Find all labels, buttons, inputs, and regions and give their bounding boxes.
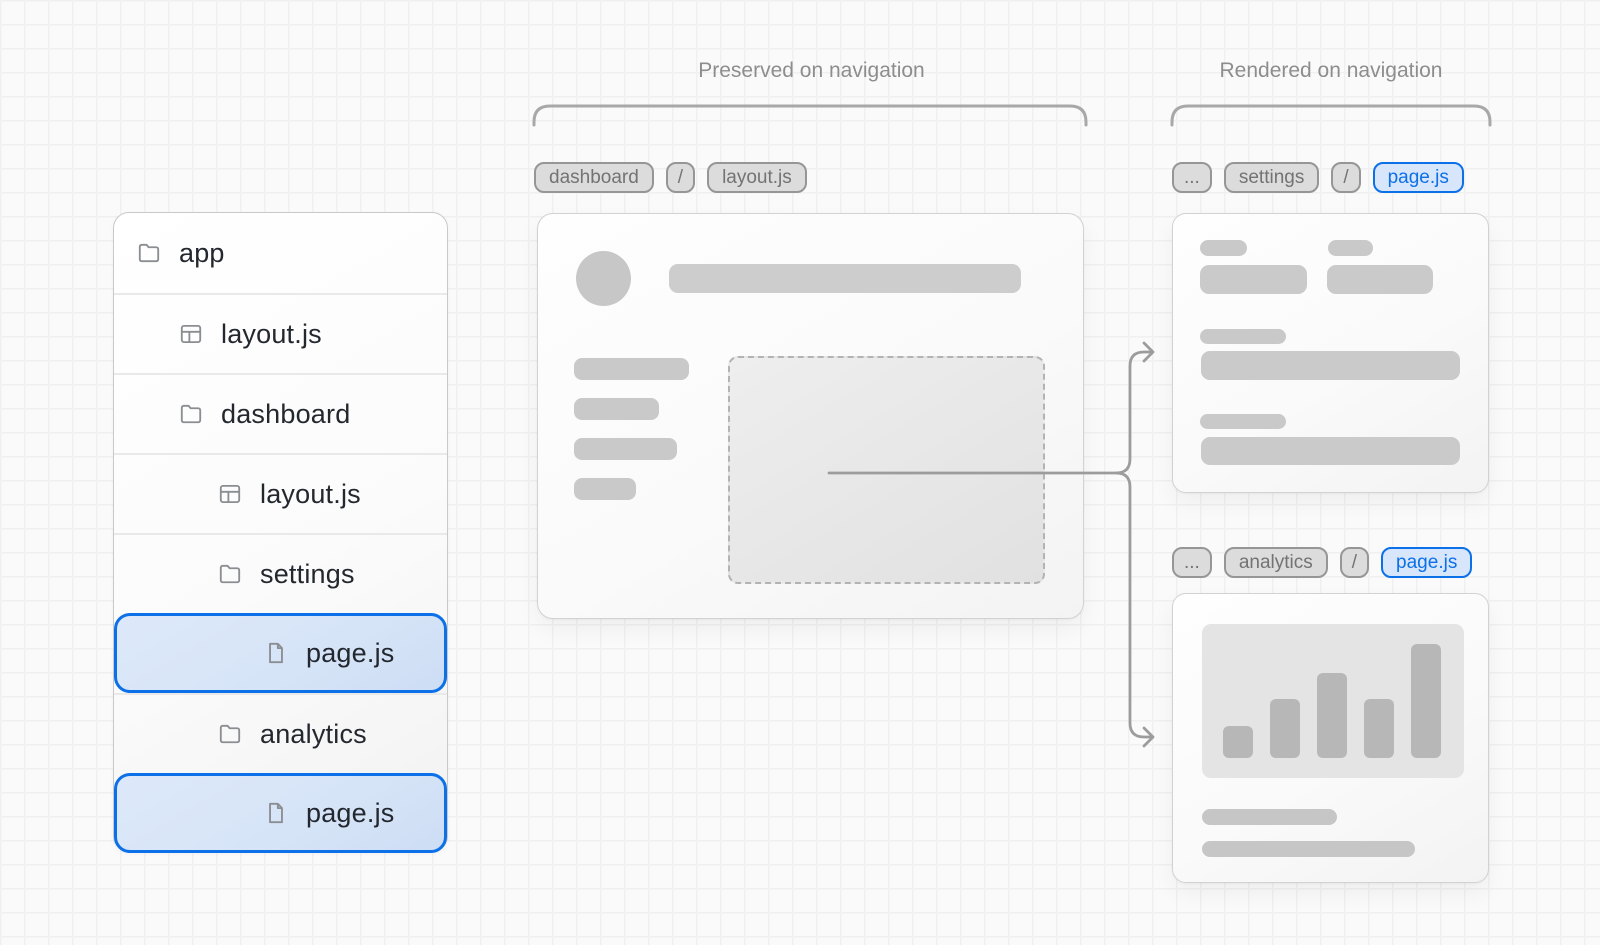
- chart-bar-skeleton: [1223, 726, 1253, 758]
- form-label-skeleton: [1200, 414, 1286, 429]
- form-input-skeleton: [1201, 437, 1460, 465]
- form-input-skeleton: [1201, 351, 1460, 380]
- breadcrumb-chip: dashboard: [534, 162, 654, 193]
- rendered-bracket: [1170, 104, 1492, 127]
- breadcrumb-layout: dashboard / layout.js: [534, 162, 807, 193]
- tree-item-app-0: app: [114, 213, 447, 293]
- breadcrumb-chip: /: [1331, 162, 1361, 193]
- file-tree: app layout.js dashboard layout.js settings pa…: [113, 212, 448, 853]
- tree-item-page-js-7: page.js: [114, 773, 447, 853]
- nav-item-skeleton: [574, 358, 689, 380]
- rendered-on-navigation-label: Rendered on navigation: [1219, 59, 1443, 82]
- page-slot: [728, 356, 1045, 584]
- tree-item-label: analytics: [260, 718, 367, 749]
- breadcrumb-chip: /: [1339, 547, 1370, 578]
- avatar: [576, 251, 631, 306]
- preserved-on-navigation-label: Preserved on navigation: [698, 59, 925, 82]
- breadcrumb-chip: ...: [1172, 547, 1212, 578]
- nav-item-skeleton: [574, 478, 636, 500]
- text-line-skeleton: [1202, 809, 1337, 825]
- chart-bar-skeleton: [1317, 673, 1347, 758]
- header-bar-skeleton: [669, 264, 1021, 293]
- tree-item-settings-4: settings: [114, 533, 447, 613]
- breadcrumb-chip: settings: [1223, 162, 1320, 193]
- breadcrumb-chip: layout.js: [707, 162, 807, 193]
- chart-bar-skeleton: [1270, 699, 1300, 758]
- folder-icon: [217, 721, 243, 747]
- preserved-bracket: [532, 104, 1088, 127]
- folder-icon: [178, 401, 204, 427]
- tree-item-analytics-6: analytics: [114, 693, 447, 773]
- nav-item-skeleton: [574, 398, 659, 420]
- chart-bar-skeleton: [1364, 699, 1394, 758]
- tree-item-layout-js-3: layout.js: [114, 453, 447, 533]
- tree-item-label: app: [179, 237, 225, 268]
- file-icon: [263, 640, 289, 666]
- analytics-page-card: [1172, 593, 1489, 883]
- tree-item-dashboard-2: dashboard: [114, 373, 447, 453]
- breadcrumb-chip: page.js: [1381, 547, 1473, 578]
- text-line-skeleton: [1202, 841, 1415, 857]
- tree-item-label: dashboard: [221, 398, 351, 429]
- tree-item-layout-js-1: layout.js: [114, 293, 447, 373]
- arrowhead-settings: [1142, 341, 1155, 363]
- tree-item-label: layout.js: [221, 318, 322, 349]
- form-label-skeleton: [1328, 240, 1373, 256]
- tree-item-label: page.js: [306, 797, 395, 828]
- breadcrumb-settings-page: ... settings / page.js: [1172, 162, 1464, 193]
- tree-item-page-js-5: page.js: [114, 613, 447, 693]
- breadcrumb-chip: ...: [1172, 162, 1212, 193]
- tree-item-label: layout.js: [260, 478, 361, 509]
- layout-icon: [217, 481, 243, 507]
- layout-icon: [178, 321, 204, 347]
- bar-chart-skeleton: [1202, 624, 1464, 778]
- file-icon: [263, 800, 289, 826]
- layout-card: [537, 213, 1084, 619]
- form-input-skeleton: [1200, 265, 1307, 294]
- form-label-skeleton: [1200, 240, 1247, 256]
- nav-item-skeleton: [574, 438, 677, 460]
- breadcrumb-chip: /: [665, 162, 696, 193]
- arrowhead-analytics: [1142, 726, 1155, 748]
- form-input-skeleton: [1327, 265, 1433, 294]
- tree-item-label: page.js: [306, 637, 395, 668]
- tree-item-label: settings: [260, 558, 355, 589]
- folder-icon: [136, 240, 162, 266]
- folder-icon: [217, 561, 243, 587]
- breadcrumb-chip: page.js: [1372, 162, 1464, 193]
- settings-page-card: [1172, 213, 1489, 493]
- chart-bar-skeleton: [1411, 644, 1441, 758]
- connector-to-analytics-page: [1114, 471, 1154, 739]
- form-label-skeleton: [1200, 329, 1286, 344]
- breadcrumb-chip: analytics: [1223, 547, 1328, 578]
- breadcrumb-analytics-page: ... analytics / page.js: [1172, 547, 1473, 578]
